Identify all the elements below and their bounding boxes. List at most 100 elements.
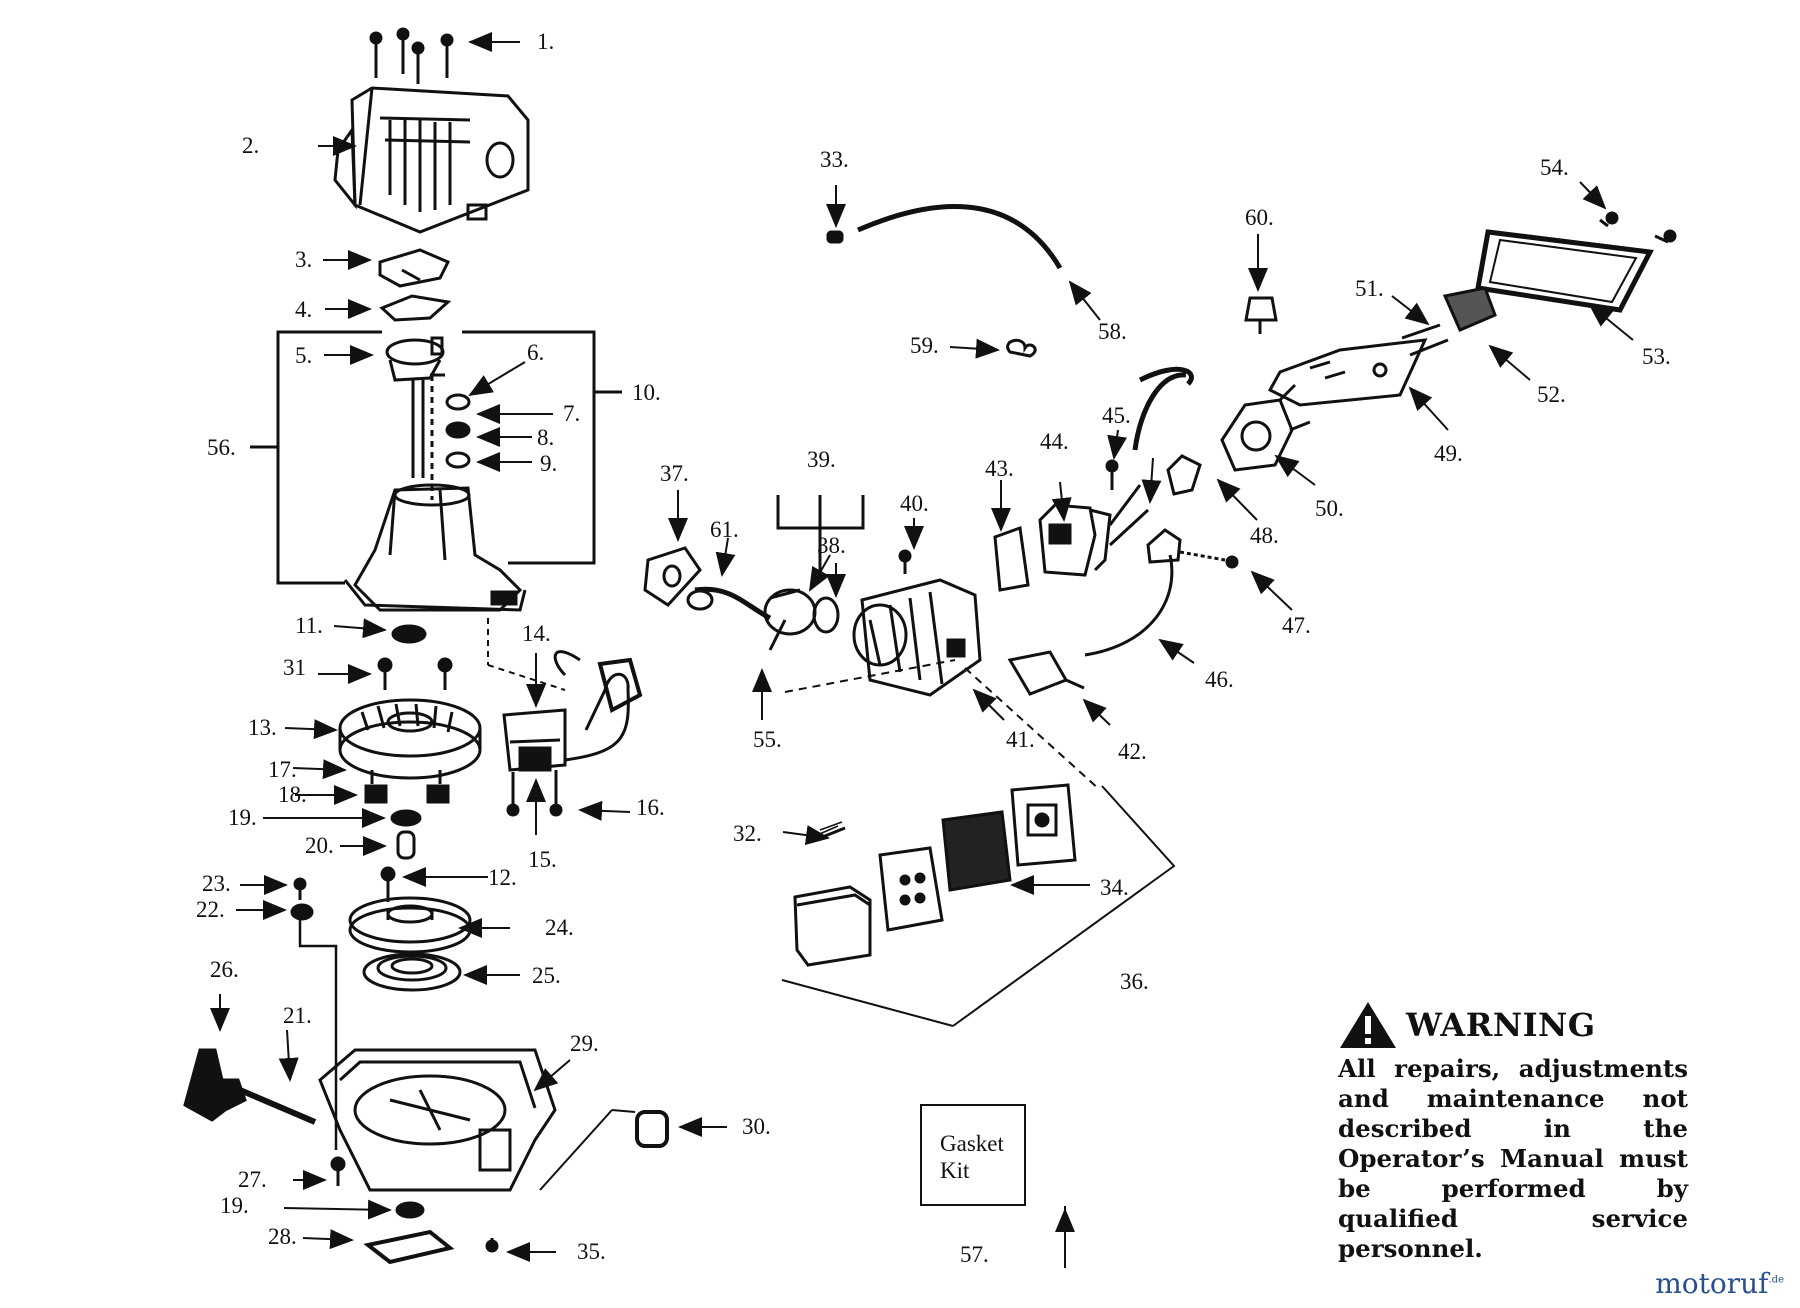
label-part-48: 48.: [1250, 523, 1279, 548]
warning-title-row: WARNING: [1338, 1000, 1688, 1050]
label-part-23: 23.: [202, 871, 231, 896]
bearing-part-8: [445, 421, 471, 439]
warning-title: WARNING: [1406, 1006, 1596, 1044]
cylinder-part-41: [852, 578, 982, 697]
label-part-25: 25.: [532, 963, 561, 988]
label-part-24: 24.: [545, 915, 574, 940]
gasket-part-4: [379, 294, 452, 322]
recoil-spring-part-25: [362, 952, 462, 992]
screw-part-51: [1401, 323, 1441, 340]
ground-wire-part-46: [1084, 554, 1174, 657]
label-part-16: 16.: [636, 795, 665, 820]
label-part-43: 43.: [985, 456, 1014, 481]
label-part-20: 20.: [305, 833, 334, 858]
gasket-kit-line-1: Gasket: [940, 1131, 1004, 1156]
label-part-1: 1.: [537, 29, 555, 54]
spark-plug-wire-part-16: [553, 650, 643, 762]
starter-handle-part-26: [183, 1048, 317, 1125]
gasket-kit-box: Gasket Kit: [920, 1104, 1026, 1206]
warning-triangle-icon: [1340, 1002, 1396, 1048]
label-part-57: 57.: [960, 1242, 989, 1267]
label-part-54: 54.: [1540, 155, 1569, 180]
label-part-10: 10.: [632, 380, 661, 405]
spacer-part-20: [396, 830, 416, 860]
air-filter-frame-part-53: [1475, 229, 1654, 313]
fuel-line-part-58-upper: [857, 204, 1063, 270]
label-part-41: 41.: [1006, 727, 1035, 752]
warning-text: All repairs, adjustments and maintenance…: [1338, 1054, 1688, 1263]
gasket-part-48: [1166, 454, 1202, 496]
label-part-28: 28.: [268, 1224, 297, 1249]
label-part-9: 9.: [540, 451, 558, 476]
label-part-37: 37.: [660, 461, 689, 486]
label-part-8: 8.: [537, 425, 555, 450]
bearing-part-7: [445, 393, 471, 411]
label-part-34: 34.: [1100, 875, 1129, 900]
label-part-59: 59.: [910, 333, 939, 358]
label-part-26: 26.: [210, 957, 239, 982]
air-box-plate-part-49: [1267, 338, 1428, 407]
label-part-39: 39.: [807, 447, 836, 472]
label-part-33: 33.: [820, 147, 849, 172]
clamp-part-59: [1006, 338, 1037, 358]
gasket-part-37: [643, 546, 702, 607]
label-part-55: 55.: [753, 727, 782, 752]
filter-element-part-52: [1442, 286, 1497, 332]
intake-manifold-part-44: [1038, 503, 1112, 577]
wrist-pin-part-55: [768, 619, 787, 651]
label-part-35: 35.: [577, 1239, 606, 1264]
label-part-38: 38.: [817, 533, 846, 558]
label-part-42: 42.: [1118, 739, 1147, 764]
gasket-part-3: [378, 248, 451, 288]
label-part-45: 45.: [1102, 403, 1131, 428]
label-part-3: 3.: [295, 247, 313, 272]
label-part-31: 31: [283, 655, 306, 680]
bushing-part-22: [290, 903, 314, 921]
spark-plug-part-42: [1007, 650, 1085, 696]
label-part-6: 6.: [527, 340, 545, 365]
label-part-30: 30.: [742, 1114, 771, 1139]
bracket-part-10: [462, 330, 596, 565]
connecting-rod-part-61: [694, 586, 772, 621]
label-part-40: 40.: [900, 491, 929, 516]
brand-name: motoruf: [1655, 1267, 1769, 1300]
primer-bulb-part-60: [1244, 296, 1278, 334]
label-part-32: 32.: [733, 821, 762, 846]
starter-housing-part-29: [318, 1048, 557, 1192]
piston-ring-part-38: [812, 596, 840, 634]
label-part-15: 15.: [528, 847, 557, 872]
label-part-19: 19.: [228, 805, 257, 830]
label-part-13: 13.: [248, 715, 277, 740]
label-part-22: 22.: [196, 897, 225, 922]
fuel-line-part-58-lower: [1138, 366, 1194, 386]
label-part-53: 53.: [1642, 344, 1671, 369]
label-part-14: 14.: [522, 621, 551, 646]
label-part-44: 44.: [1040, 429, 1069, 454]
pad-part-28: [363, 1229, 455, 1265]
label-part-21: 21.: [283, 1003, 312, 1028]
piston-part-39: [763, 588, 817, 636]
label-part-47: 47.: [1282, 613, 1311, 638]
label-part-7: 7.: [563, 401, 581, 426]
air-box-part-36: [781, 783, 1176, 1027]
crankcase: [343, 483, 527, 612]
bracket-part-47: [1146, 528, 1182, 564]
label-part-18: 18.: [278, 782, 307, 807]
label-part-49: 49.: [1434, 441, 1463, 466]
label-part-36: 36.: [1120, 969, 1149, 994]
flywheel-part-13: [338, 698, 482, 780]
label-part-58: 58.: [1098, 319, 1127, 344]
label-part-17: 17.: [268, 757, 297, 782]
label-part-50: 50.: [1315, 496, 1344, 521]
label-part-51: 51.: [1355, 276, 1384, 301]
label-part-52: 52.: [1537, 382, 1566, 407]
label-part-12: 12.: [488, 865, 517, 890]
screw-part-54: [1599, 218, 1609, 228]
fuel-fitting-part-33: [826, 230, 844, 244]
label-part-29: 29.: [570, 1031, 599, 1056]
screws-part-31: [377, 657, 453, 690]
label-part-5: 5.: [295, 343, 313, 368]
brand-watermark: motoruf.de: [1655, 1267, 1784, 1300]
